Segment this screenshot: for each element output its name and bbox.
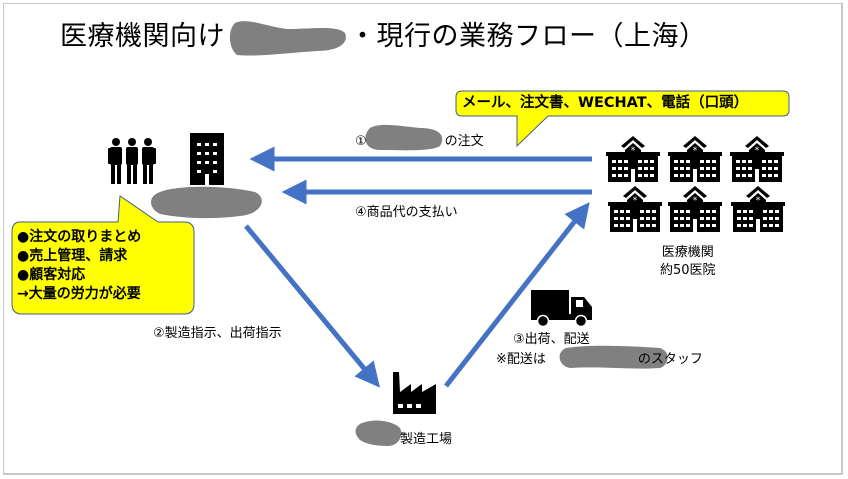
svg-text:*: *	[693, 196, 698, 206]
callout-line-order-consolidation: ●注文の取りまとめ	[17, 229, 142, 245]
factory-icon	[393, 372, 436, 414]
hospital-icon: *	[608, 186, 662, 232]
svg-text:*: *	[756, 196, 761, 206]
svg-text:*: *	[631, 146, 636, 156]
callout-line-workload: →大量の労力が必要	[17, 286, 141, 302]
office-building-icon	[190, 133, 224, 185]
step3-label: ③出荷、配送	[513, 332, 590, 347]
svg-text:*: *	[633, 196, 638, 206]
hospital-callout-text: メール、注文書、WECHAT、電話（口頭）	[462, 95, 749, 111]
factory-label: 製造工場	[400, 432, 453, 447]
svg-text:*: *	[755, 146, 760, 156]
step3-note: ※配送はのスタッフ	[496, 352, 703, 367]
hospital-callout	[455, 90, 790, 148]
truck-icon	[531, 290, 592, 328]
step2-label: ②製造指示、出荷指示	[153, 326, 282, 341]
people-icon	[108, 138, 156, 184]
redaction-blob-company	[151, 186, 262, 219]
callout-line-sales-billing: ●売上管理、請求	[17, 248, 128, 264]
hospital-label: 医療機関 約50医院	[660, 245, 716, 278]
redaction-blob-step1	[365, 124, 443, 151]
arrow-manufacturing-instruction	[244, 224, 380, 388]
redaction-blob-step3	[559, 345, 668, 369]
company-callout-list: ●注文の取りまとめ ●売上管理、請求 ●顧客対応 →大量の労力が必要	[17, 228, 141, 304]
hospital-icon: *	[668, 186, 722, 232]
hospital-icon: *	[668, 136, 722, 182]
redaction-blob-factory	[355, 420, 402, 446]
title-suffix: ・現行の業務フロー（上海）	[349, 21, 707, 52]
hospital-icon: *	[730, 136, 784, 182]
callout-line-customer-support: ●顧客対応	[17, 267, 86, 283]
svg-text:*: *	[693, 146, 698, 156]
step4-label: ④商品代の支払い	[355, 205, 458, 220]
redaction-blob	[229, 20, 346, 56]
title-prefix: 医療機関向け	[60, 21, 225, 52]
company-callout	[11, 195, 195, 315]
hospital-icons: * *	[606, 136, 785, 232]
hospital-icon: *	[731, 186, 785, 232]
page-title: 医療機関向け ・現行の業務フロー（上海）	[60, 14, 707, 57]
arrow-shipping	[444, 202, 590, 388]
hospital-icon: *	[606, 136, 660, 182]
